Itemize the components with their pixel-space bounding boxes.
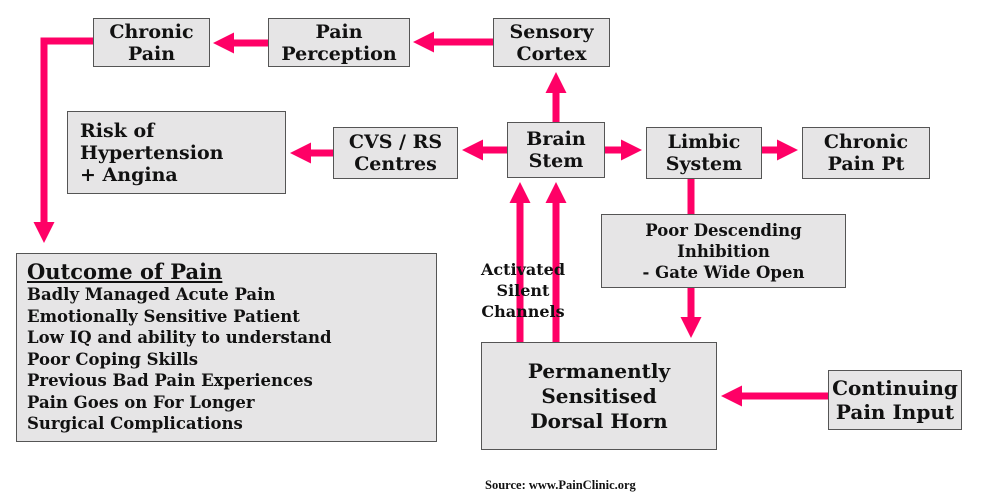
node-text: Pain (315, 20, 363, 43)
node-text: System (665, 153, 743, 175)
node-poor-descending-inhibition: Poor Descending Inhibition - Gate Wide O… (601, 214, 846, 288)
node-text: Stem (528, 150, 584, 172)
outcome-title: Outcome of Pain (27, 259, 223, 284)
edge-label-line: Activated (480, 260, 566, 279)
node-text: Chronic (109, 20, 194, 43)
node-chronic-pain: Chronic Pain (93, 18, 210, 67)
outcome-item: Previous Bad Pain Experiences (27, 371, 313, 390)
source-citation: Source: www.PainClinic.org (485, 478, 636, 492)
node-continuing-pain-input: Continuing Pain Input (828, 370, 962, 430)
node-sensory-cortex: Sensory Cortex (493, 18, 610, 67)
node-cvs-rs-centres: CVS / RS Centres (333, 127, 458, 179)
node-text: Cortex (516, 42, 587, 65)
node-text: Chronic (823, 131, 909, 153)
node-text: Risk of (80, 119, 155, 142)
edge-label-line: Silent (496, 281, 550, 300)
node-text: Sensory (509, 20, 594, 43)
outcome-of-pain-panel: Outcome of Pain Badly Managed Acute Pain… (16, 253, 437, 442)
node-limbic-system: Limbic System (646, 127, 762, 179)
node-text: CVS / RS (348, 131, 443, 153)
node-text: Continuing (832, 376, 958, 400)
node-dorsal-horn: Permanently Sensitised Dorsal Horn (481, 342, 717, 450)
node-text: Pain Pt (827, 153, 905, 175)
node-text: Inhibition (677, 241, 770, 261)
outcome-item: Emotionally Sensitive Patient (27, 306, 300, 326)
node-text: Perception (281, 42, 397, 65)
outcome-item: Badly Managed Acute Pain (27, 285, 276, 304)
node-text: Hypertension (80, 141, 224, 164)
node-text: + Angina (80, 163, 178, 186)
node-text: Permanently (527, 358, 671, 383)
node-chronic-pain-pt: Chronic Pain Pt (802, 127, 930, 179)
node-text: Pain (127, 42, 176, 65)
node-text: Dorsal Horn (530, 408, 668, 433)
edge-label-line: Channels (481, 302, 565, 321)
outcome-item: Poor Coping Skills (27, 349, 199, 369)
outcome-item: Surgical Complications (27, 414, 243, 433)
edge-chronic-to-outcome (33, 37, 93, 243)
outcome-item: Low IQ and ability to understand (27, 328, 332, 347)
node-brain-stem: Brain Stem (507, 122, 605, 178)
node-text: Centres (354, 153, 437, 175)
node-risk-hypertension: Risk of Hypertension + Angina (67, 111, 286, 194)
edge-label-activated-silent-channels: Activated Silent Channels (474, 259, 572, 322)
node-text: Sensitised (541, 383, 657, 408)
node-text: Pain Input (835, 400, 955, 424)
node-text: - Gate Wide Open (642, 262, 805, 282)
node-pain-perception: Pain Perception (268, 18, 410, 67)
outcome-item: Pain Goes on For Longer (27, 392, 255, 412)
node-text: Brain (526, 128, 586, 150)
node-text: Poor Descending (645, 220, 802, 240)
node-text: Limbic (667, 131, 741, 153)
